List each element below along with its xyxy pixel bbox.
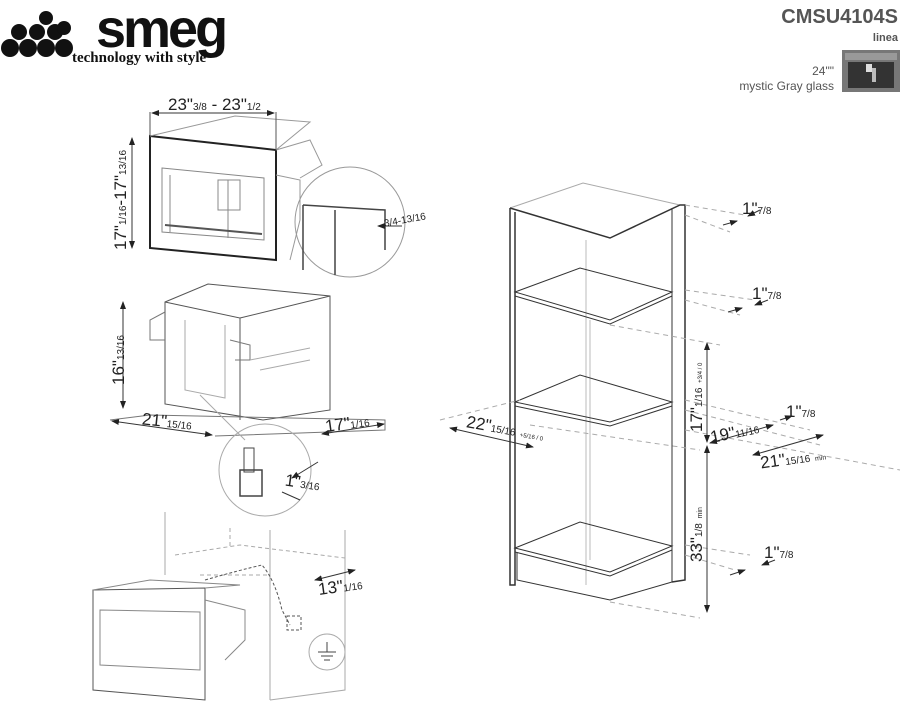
shelf-thickness-label-2: 1"7/8 xyxy=(752,284,782,303)
installation-figure xyxy=(92,512,356,701)
opening-height-label: 17"1/16 +3/4 / 0 xyxy=(687,362,706,432)
shelf-thickness-label-3: 1"7/8 xyxy=(786,402,816,421)
front-width-label: 23"3/8 - 23"1/2 xyxy=(168,95,261,114)
front-view-figure xyxy=(129,110,406,278)
connector-size-label: 1"3/16 xyxy=(283,470,321,494)
body-view-figure xyxy=(109,283,386,517)
base-height-label: 33"1/8 min xyxy=(687,507,706,562)
product-series: linea xyxy=(872,32,898,44)
logo-dots-icon xyxy=(1,11,73,57)
product-size: 24"" xyxy=(812,64,834,78)
product-finish: mystic Gray glass xyxy=(739,79,834,93)
logo-wordmark: smeg xyxy=(96,0,228,59)
ground-symbol-icon xyxy=(318,642,336,661)
front-height-label: 17"1/16-17"13/16 xyxy=(111,149,130,250)
body-height-label: 16"13/16 xyxy=(109,335,128,385)
model-number: CMSU4104S xyxy=(781,6,898,28)
shelf-thickness-label-1: 1"7/8 xyxy=(742,199,772,218)
cabinet-figure xyxy=(439,182,901,619)
shelf-thickness-label-4: 1"7/8 xyxy=(764,543,794,562)
coffee-machine-thumbnail-icon xyxy=(842,50,900,92)
logo-tagline: technology with style xyxy=(72,50,207,66)
smeg-logo: smeg technology with style xyxy=(0,2,270,72)
